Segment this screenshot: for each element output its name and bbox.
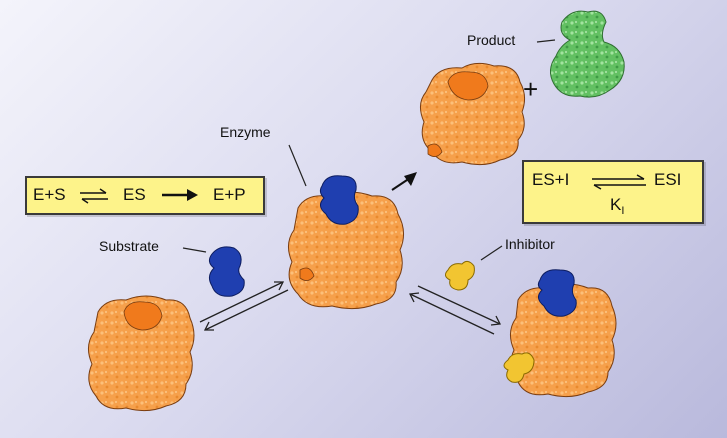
enzyme-substrate-complex bbox=[288, 175, 404, 310]
eq-left-reactants: E+S bbox=[33, 185, 66, 204]
substrate-molecule bbox=[208, 246, 245, 297]
enzyme-leader-line bbox=[288, 144, 307, 187]
arrow-to-product bbox=[391, 172, 417, 191]
eq-right-equilibrium-icon bbox=[592, 174, 646, 190]
equilibrium-arrows-right bbox=[409, 285, 501, 335]
eq-left-complex: ES bbox=[123, 185, 146, 204]
inhibitor-label: Inhibitor bbox=[505, 236, 555, 252]
inhibitor-leader-line bbox=[480, 245, 503, 261]
eq-right-product: ESI bbox=[654, 170, 682, 189]
inhibitor-molecule bbox=[444, 260, 475, 291]
eq-right-constant: KI bbox=[610, 195, 624, 217]
constant-k: K bbox=[610, 195, 622, 214]
enzyme-substrate-inhibitor-complex bbox=[503, 269, 617, 398]
constant-k-subscript: I bbox=[621, 205, 625, 217]
plus-sign: + bbox=[523, 74, 539, 104]
eq-left-forward-arrow-icon bbox=[162, 189, 198, 201]
equilibrium-arrows-left bbox=[199, 281, 289, 331]
eq-left-equilibrium-icon bbox=[80, 188, 108, 204]
michaelis-equation-box: E+S ES E+P bbox=[25, 176, 265, 215]
eq-right-reactants: ES+I bbox=[532, 170, 570, 189]
substrate-label: Substrate bbox=[99, 238, 159, 254]
product-label: Product bbox=[467, 32, 516, 48]
enzyme-label: Enzyme bbox=[220, 124, 271, 140]
inhibition-equation-box: ES+I ESI KI bbox=[522, 160, 704, 224]
enzyme-free-top bbox=[420, 62, 526, 166]
product-leader-line bbox=[536, 39, 556, 43]
product-molecule bbox=[550, 10, 625, 98]
eq-left-products: E+P bbox=[213, 185, 246, 204]
enzyme-free-bottom bbox=[88, 295, 195, 412]
substrate-leader-line bbox=[182, 247, 207, 253]
